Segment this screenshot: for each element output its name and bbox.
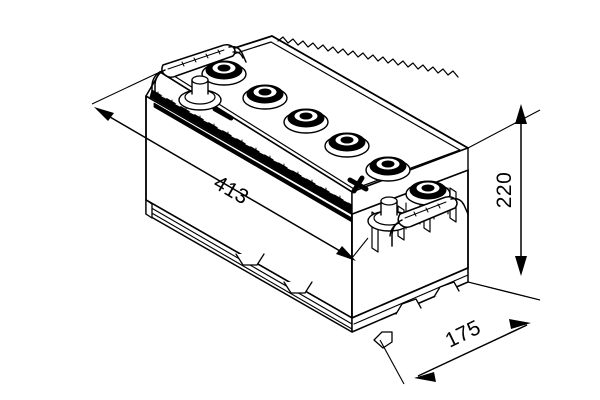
ext-line-413-end — [351, 237, 369, 259]
base-notch-1 — [235, 253, 265, 266]
base-ledge — [145, 199, 469, 349]
arrowhead-175-right — [509, 319, 531, 329]
arrowhead-220-bottom — [515, 256, 527, 276]
arrowhead-220-top — [515, 104, 527, 124]
base-corner-foot — [145, 199, 153, 219]
cell-cap[interactable] — [405, 180, 451, 206]
cell-cap[interactable] — [324, 132, 370, 158]
cell-cap[interactable] — [365, 156, 411, 182]
ext-line-220-top — [467, 109, 541, 149]
carry-handle-left[interactable] — [151, 43, 247, 97]
arrowhead-413-left — [94, 107, 114, 121]
polarity-minus-mark — [212, 106, 234, 121]
dimension-label-height: 220 — [493, 172, 516, 209]
base-notch-2 — [283, 281, 313, 294]
ext-line-175-start — [379, 339, 405, 385]
battery-body — [145, 35, 469, 349]
cell-caps-group — [201, 60, 451, 206]
arrowhead-413-right — [336, 246, 356, 261]
base-notch-4 — [433, 281, 460, 298]
right-face-top-bevel — [351, 147, 469, 215]
ext-line-413-start — [91, 71, 161, 105]
arrowhead-175-left — [414, 372, 436, 382]
ext-line-175-end — [467, 281, 541, 301]
base-notch-3 — [395, 298, 422, 315]
cell-cap[interactable] — [283, 108, 329, 134]
dim-line-413 — [97, 109, 353, 259]
negative-terminal[interactable] — [178, 75, 222, 111]
polarity-plus-mark — [347, 175, 369, 194]
cell-cap[interactable] — [201, 60, 247, 86]
cell-cap[interactable] — [242, 84, 288, 110]
carry-handle-right[interactable] — [389, 195, 469, 247]
rear-edge-serration — [271, 35, 469, 149]
dim-line-175 — [417, 324, 528, 377]
base-foot-right — [373, 331, 393, 349]
